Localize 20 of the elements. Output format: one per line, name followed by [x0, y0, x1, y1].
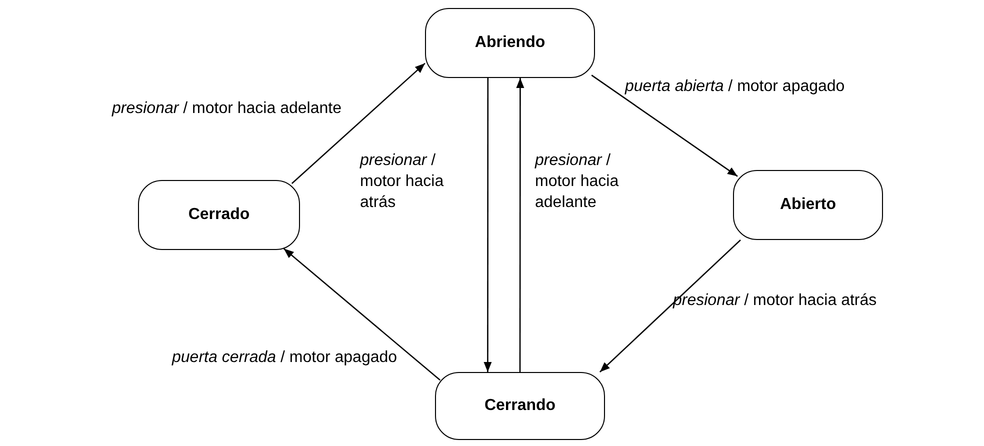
- state-box: [733, 170, 883, 240]
- arrow: [591, 74, 738, 177]
- arrow: [283, 248, 441, 381]
- state-box: [425, 8, 595, 78]
- state-name: Abierto: [780, 196, 836, 214]
- state-name: Abriendo: [474, 34, 546, 52]
- edge-label: presionar / motor hacia atrás: [360, 151, 445, 213]
- edge-label: puerta cerrada / motor apagado: [172, 348, 398, 368]
- arrow: [516, 78, 524, 372]
- arrow: [599, 240, 741, 372]
- edge-label: presionar / motor hacia atrás: [673, 291, 877, 311]
- edge-label: presionar / motor hacia adelante: [535, 151, 620, 213]
- state-box: [435, 372, 605, 440]
- edge-label: puerta abierta / motor apagado: [625, 77, 845, 97]
- state-name: Cerrado: [188, 206, 250, 224]
- arrow: [291, 62, 426, 184]
- arrow: [484, 78, 492, 372]
- edge-label: presionar / motor hacia adelante: [112, 99, 342, 119]
- state-name: Cerrando: [484, 397, 556, 415]
- state-box: [138, 180, 300, 250]
